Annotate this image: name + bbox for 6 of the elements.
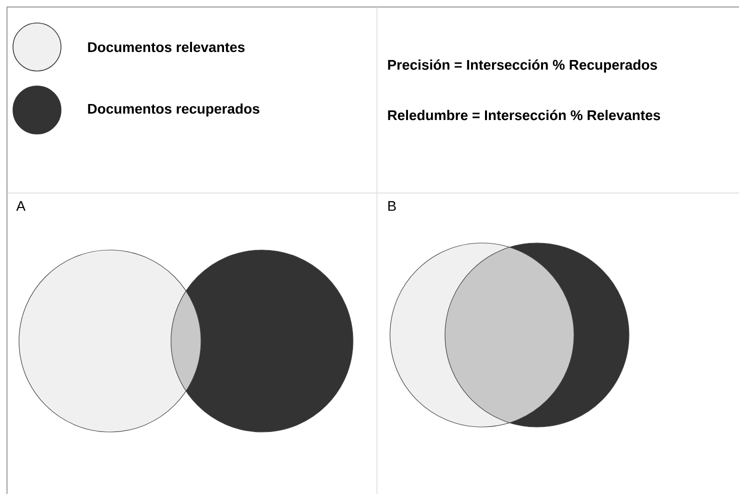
- panel-letter: A: [16, 201, 26, 211]
- panel-letter: B: [388, 201, 396, 211]
- legend-text: Documentos recuperados: [88, 103, 260, 117]
- formula-text: Precisión = Intersección % Recuperados: [388, 59, 657, 73]
- legend-text: Documentos relevantes: [88, 42, 245, 52]
- formula-text: Reledumbre = Intersección % Relevantes: [388, 110, 660, 120]
